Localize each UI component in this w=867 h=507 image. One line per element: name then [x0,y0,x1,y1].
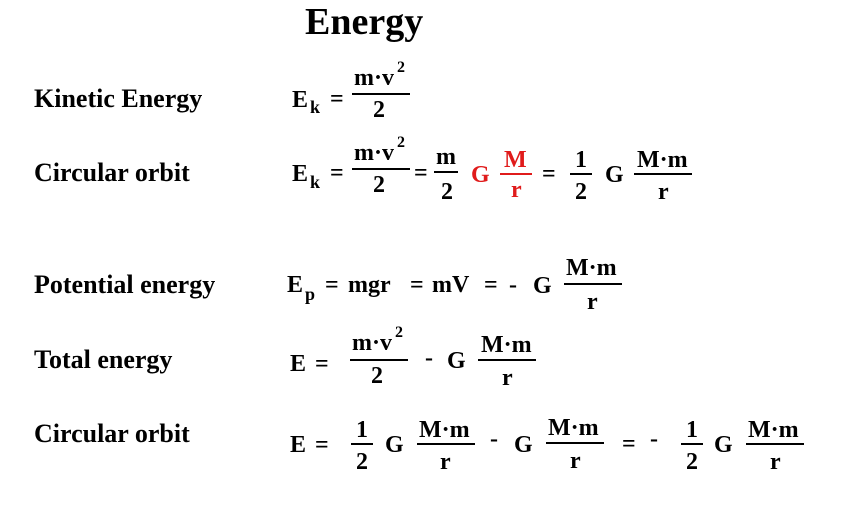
symbol-E: E [292,87,309,113]
equals-sign: = [622,431,636,457]
numerator-Mm: M·m [481,332,532,358]
symbol-G-highlight: G [471,162,490,188]
symbol-E: E [290,432,307,458]
minus-sign: - [650,426,658,452]
denominator-r: r [440,449,451,475]
denominator-2: 2 [373,172,385,198]
label-circular-orbit-1: Circular orbit [34,158,190,187]
fraction-bar [634,173,692,175]
symbol-G: G [714,432,733,458]
label-potential-energy: Potential energy [34,270,216,299]
numerator-m: m [436,144,456,170]
numerator-Mm: M·m [419,417,470,443]
fraction-bar [434,171,458,173]
symbol-E: E [287,272,304,298]
equals-sign: = [484,272,498,298]
denominator-r: r [570,448,581,474]
page-title: Energy [305,1,424,43]
denominator-2: 2 [686,449,698,475]
minus-sign: - [509,272,517,298]
label-circular-orbit-2: Circular orbit [34,419,190,448]
numerator-1: 1 [356,417,368,443]
exponent-2: 2 [395,324,403,341]
numerator-Mm: M·m [748,417,799,443]
denominator-2: 2 [373,97,385,123]
denominator-2: 2 [371,363,383,389]
symbol-G: G [533,273,552,299]
numerator-mv: m·v [354,140,394,166]
fraction-bar [570,173,592,175]
fraction-bar [351,443,373,445]
equals-sign: = [542,161,556,187]
denominator-r: r [587,289,598,315]
symbol-E: E [290,351,307,377]
term-mV: mV [432,272,470,298]
numerator-1: 1 [686,417,698,443]
denominator-r: r [502,365,513,391]
fraction-bar [417,443,475,445]
label-kinetic-energy: Kinetic Energy [34,84,203,113]
symbol-G: G [514,432,533,458]
equals-sign: = [330,160,344,186]
fraction-bar [681,443,703,445]
term-mgr: mgr [348,272,391,298]
equals-sign: = [410,272,424,298]
subscript-p: p [305,284,316,304]
equals-sign: = [414,160,428,186]
fraction-bar [352,93,410,95]
denominator-2: 2 [356,449,368,475]
fraction-bar [350,359,408,361]
exponent-2: 2 [397,134,405,151]
numerator-Mm: M·m [637,147,688,173]
exponent-2: 2 [397,59,405,76]
denominator-2: 2 [441,179,453,205]
symbol-G: G [385,432,404,458]
numerator-1: 1 [575,147,587,173]
numerator-Mm: M·m [548,415,599,441]
numerator-Mm: M·m [566,255,617,281]
fraction-bar [564,283,622,285]
symbol-E: E [292,161,309,187]
numerator-mv: m·v [354,65,394,91]
denominator-r-highlight: r [511,177,522,203]
symbol-G: G [605,162,624,188]
fraction-bar-highlight [500,173,532,175]
denominator-r: r [770,449,781,475]
equals-sign: = [330,86,344,112]
symbol-G: G [447,348,466,374]
fraction-bar [746,443,804,445]
label-total-energy: Total energy [34,345,173,374]
denominator-r: r [658,179,669,205]
minus-sign: - [490,426,498,452]
equals-sign: = [325,272,339,298]
minus-sign: - [425,345,433,371]
numerator-M-highlight: M [504,147,527,173]
subscript-k: k [310,172,321,192]
fraction-bar [352,168,410,170]
equals-sign: = [315,432,329,458]
fraction-bar [478,359,536,361]
equals-sign: = [315,351,329,377]
subscript-k: k [310,97,321,117]
denominator-2: 2 [575,179,587,205]
numerator-mv: m·v [352,330,392,356]
fraction-bar [546,442,604,444]
